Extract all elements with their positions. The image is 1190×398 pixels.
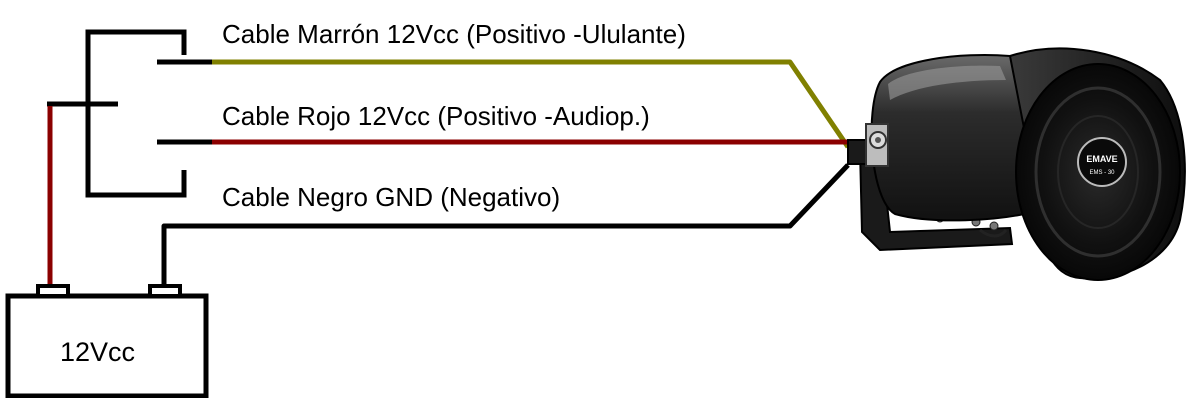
battery-label: 12Vcc — [60, 337, 135, 367]
siren-brand-label: EMAVE — [1086, 154, 1117, 164]
brown-wire — [212, 59, 851, 149]
red-wire-label: Cable Rojo 12Vcc (Positivo -Audiop.) — [222, 101, 650, 131]
switch-icon — [47, 29, 212, 198]
black-wire-label: Cable Negro GND (Negativo) — [222, 182, 560, 212]
brown-wire-label: Cable Marrón 12Vcc (Positivo -Ululante) — [222, 19, 686, 49]
black-wire — [161, 163, 850, 287]
battery-icon — [5, 284, 209, 398]
siren-model-label: EMS - 30 — [1089, 170, 1115, 176]
siren-horn-icon: EMAVE EMS - 30 — [847, 47, 1186, 281]
